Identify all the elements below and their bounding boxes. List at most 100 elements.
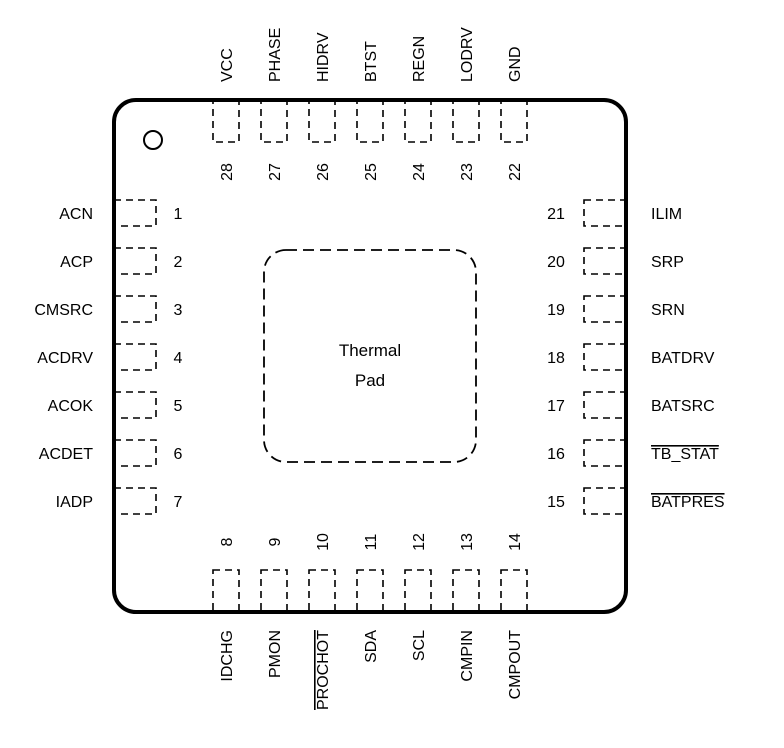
pin-pad (113, 439, 157, 467)
pin-number: 14 (507, 533, 524, 551)
pin-label: ACOK (48, 398, 94, 415)
pin-number: 9 (267, 537, 284, 546)
pin-label: VCC (219, 48, 236, 82)
pin-pad (212, 569, 240, 613)
pin-label: SRP (651, 254, 684, 271)
pin-17: 17 BATSRC (547, 391, 715, 419)
pin-label: BATDRV (651, 350, 715, 367)
pin-label: IADP (56, 494, 93, 511)
pin-3: 3 CMSRC (34, 295, 183, 323)
pin-pad (212, 99, 240, 143)
pin-6: 6 ACDET (39, 439, 183, 467)
pin-label: PMON (267, 630, 284, 678)
pin-label: ACDET (39, 446, 93, 463)
pin-number: 23 (459, 163, 476, 181)
pin-20: 20 SRP (547, 247, 684, 275)
pin-pad (113, 295, 157, 323)
pin-pad (113, 391, 157, 419)
pin-number: 12 (411, 533, 428, 551)
pin-label: SDA (363, 630, 380, 663)
pin-label: LODRV (459, 27, 476, 82)
pin-label: BTST (363, 41, 380, 82)
pin-number: 3 (174, 302, 183, 319)
pin-number: 11 (363, 534, 380, 551)
pin-number: 2 (174, 254, 183, 271)
pin-7: 7 IADP (56, 487, 183, 515)
pin-5: 5 ACOK (48, 391, 183, 419)
pin-number: 13 (459, 533, 476, 551)
pin-pad (583, 199, 627, 227)
pin-1: 1 ACN (59, 199, 183, 227)
pin-pad (260, 99, 288, 143)
pin-16: 16 TB_STAT (547, 439, 719, 467)
pin-number: 1 (174, 206, 183, 223)
pin1-indicator-dot (143, 130, 163, 150)
pin-pad (583, 343, 627, 371)
thermal-pad-label-line2: Pad (355, 371, 385, 390)
pin-pad (356, 99, 384, 143)
pin-number: 16 (547, 446, 565, 463)
pin-label: ILIM (651, 206, 682, 223)
pin-number: 10 (315, 533, 332, 551)
pin-label: BATPRES (651, 494, 725, 511)
pin-number: 8 (219, 537, 236, 546)
pin-label: HIDRV (315, 32, 332, 82)
pin-pad (500, 99, 528, 143)
pin-pad (583, 487, 627, 515)
pin-label: SRN (651, 302, 685, 319)
pin-pad (583, 295, 627, 323)
pin-pad (113, 487, 157, 515)
pin-label: PROCHOT (315, 630, 332, 710)
pin-label: GND (507, 46, 524, 82)
pin-18: 18 BATDRV (547, 343, 715, 371)
pin-25: 25 BTST (356, 41, 384, 181)
pin-number: 25 (363, 163, 380, 181)
pin-pad (404, 569, 432, 613)
pin-label: ACDRV (37, 350, 93, 367)
pin-label: CMPOUT (507, 630, 524, 700)
pin-23: 23 LODRV (452, 27, 480, 181)
pin-pad (308, 569, 336, 613)
pin-number: 20 (547, 254, 565, 271)
pin-number: 6 (174, 446, 183, 463)
pin-number: 22 (507, 163, 524, 181)
thermal-pad-label-line1: Thermal (339, 341, 401, 360)
pin-pad (404, 99, 432, 143)
pin-number: 18 (547, 350, 565, 367)
pin-label: TB_STAT (651, 446, 719, 463)
pin-number: 24 (411, 163, 428, 181)
pin-number: 26 (315, 163, 332, 181)
pin-label: ACN (59, 206, 93, 223)
pin-pad (113, 343, 157, 371)
pin-pad (583, 391, 627, 419)
pin-label: CMSRC (34, 302, 93, 319)
pin-26: 26 HIDRV (308, 32, 336, 181)
pin-label: PHASE (267, 28, 284, 82)
pin-label: ACP (60, 254, 93, 271)
pin-number: 21 (547, 206, 565, 223)
pin-pad (113, 199, 157, 227)
pin-number: 7 (174, 494, 183, 511)
pin-pad (260, 569, 288, 613)
pin-2: 2 ACP (60, 247, 183, 275)
pin-number: 5 (174, 398, 183, 415)
pin-label: BATSRC (651, 398, 715, 415)
pin-number: 17 (547, 398, 565, 415)
pin-24: 24 REGN (404, 36, 432, 181)
pin-label: IDCHG (219, 630, 236, 682)
pin-label: REGN (411, 36, 428, 82)
